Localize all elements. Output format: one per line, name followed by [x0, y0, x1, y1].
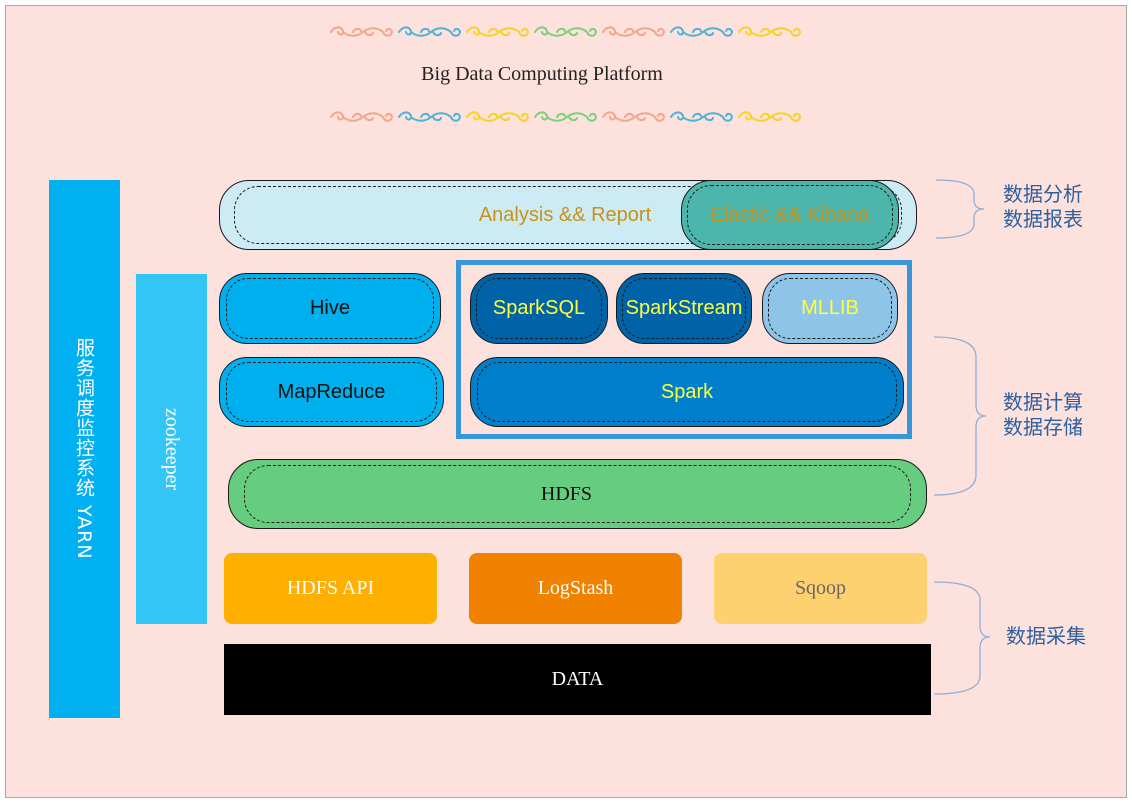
sparkstream-dashed-outline [622, 278, 746, 339]
sparksql-block: SparkSQL [470, 273, 608, 344]
ornament-swirl [738, 26, 802, 37]
mapreduce-dashed-outline [226, 362, 437, 422]
spark-block: Spark [470, 357, 904, 427]
ornament-swirl [466, 111, 530, 122]
sparkstream-label: SparkStream [625, 297, 743, 319]
hdfs-block: HDFS [228, 459, 927, 529]
ornament-swirl [534, 26, 598, 37]
hdfs-dashed-outline [244, 465, 911, 523]
compute-brace [933, 336, 987, 496]
spark-label: Spark [660, 380, 714, 403]
sparksql-label: SparkSQL [492, 297, 586, 319]
elastic-dashed-outline [687, 185, 893, 245]
compute-side-label: 数据计算 数据存储 [1003, 390, 1083, 439]
analysis-side-label: 数据分析 数据报表 [1003, 182, 1083, 231]
diagram-title: Big Data Computing Platform [421, 62, 663, 85]
ornament-swirl [330, 26, 394, 37]
sqoop-block: Sqoop [714, 553, 927, 624]
sparksql-dashed-outline [476, 278, 602, 339]
ornament-swirl [330, 111, 394, 122]
analysis-report-label: Analysis && Report [478, 203, 652, 226]
analysis-dashed-outline [234, 186, 902, 244]
yarn-bar: 服务调度监控系统 YARN [49, 180, 120, 718]
hdfs-api-block: HDFS API [224, 553, 437, 624]
zookeeper-label: zookeeper [161, 407, 183, 491]
elastic-kibana-block: Elastic && Kibana [681, 180, 899, 250]
ornament-swirl [534, 111, 598, 122]
ornament-swirl [398, 111, 462, 122]
ornament-swirl [602, 26, 666, 37]
ornament-swirl [602, 111, 666, 122]
elastic-kibana-label: Elastic && Kibana [710, 203, 870, 226]
top-ornament-divider [330, 26, 802, 37]
ornament-swirl [398, 26, 462, 37]
zookeeper-bar: zookeeper [136, 274, 207, 624]
mapreduce-block: MapReduce [219, 357, 444, 427]
hive-label: Hive [309, 297, 350, 319]
ornament-swirl [670, 26, 734, 37]
ornament-swirl [466, 26, 530, 37]
spark-dashed-outline [477, 362, 897, 422]
data-block: DATA [224, 644, 931, 715]
yarn-label: 服务调度监控系统 YARN [73, 338, 95, 560]
mllib-block: MLLIB [762, 273, 898, 344]
mapreduce-label: MapReduce [277, 380, 386, 403]
analysis-brace [935, 179, 985, 239]
hive-dashed-outline [226, 278, 434, 339]
bottom-ornament-divider [330, 111, 802, 122]
mllib-label: MLLIB [801, 297, 859, 319]
sparkstream-block: SparkStream [616, 273, 752, 344]
ornament-swirl [670, 111, 734, 122]
mllib-dashed-outline [768, 278, 892, 339]
collect-brace [933, 581, 991, 695]
spark-ecosystem-frame [456, 260, 912, 439]
collect-side-label: 数据采集 [1006, 624, 1086, 648]
logstash-block: LogStash [469, 553, 682, 624]
ornament-swirl [738, 111, 802, 122]
hive-block: Hive [219, 273, 441, 344]
hdfs-label: HDFS [540, 482, 593, 505]
